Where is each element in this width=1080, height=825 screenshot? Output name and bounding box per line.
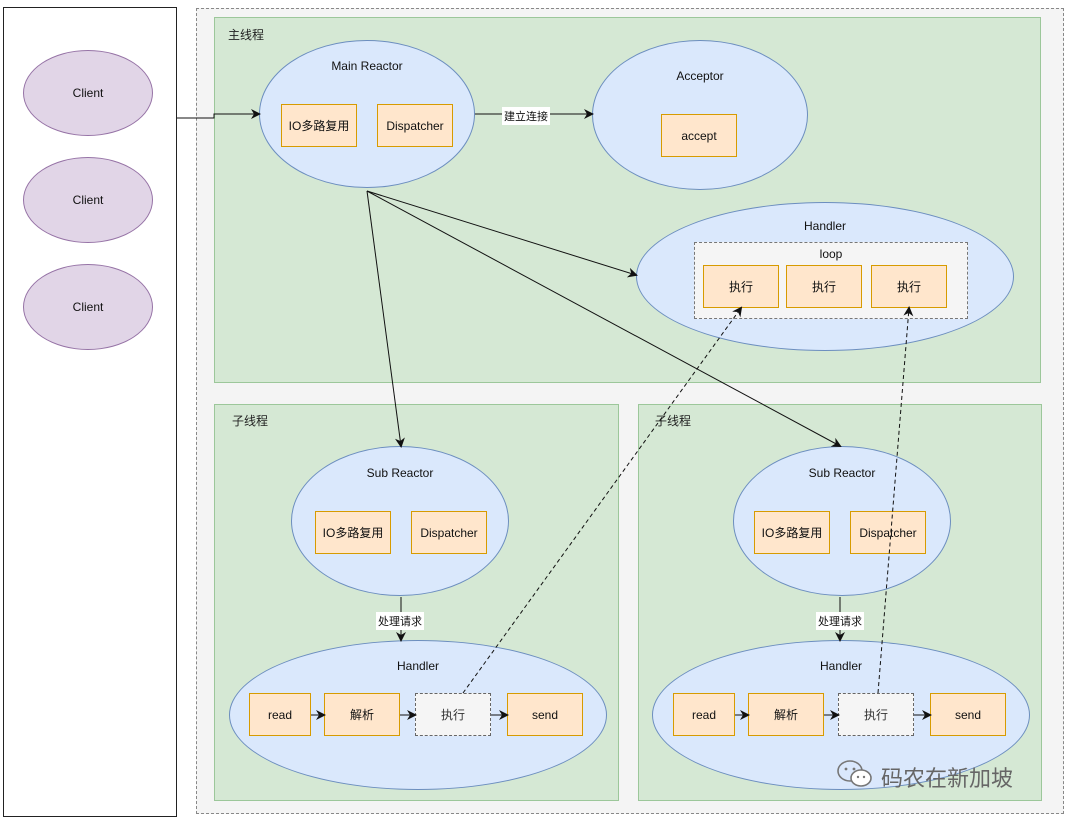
sub2-exec-to-loop-edge [877,306,914,694]
main-handler-title: Handler [803,219,847,233]
reactor-to-sub1-edge [366,190,405,448]
sub-thread-label-1: 子线程 [232,414,269,428]
sub-reactor-title-1: Sub Reactor [366,466,434,480]
sub2-send-box[interactable]: send [930,693,1006,736]
main-reactor-title: Main Reactor [331,59,403,73]
sub1-io-multiplex-box[interactable]: IO多路复用 [315,511,391,554]
sub2-dispatcher-box[interactable]: Dispatcher [850,511,926,554]
client-node-1[interactable]: Client [23,50,153,136]
sub-handler-title-1: Handler [396,659,440,673]
main-io-multiplex-box[interactable]: IO多路复用 [281,104,357,147]
reactor-to-handler-edge [366,190,638,278]
loop-label: loop [819,247,843,261]
sub-handler-title-2: Handler [819,659,863,673]
client-panel [3,7,177,817]
sub1-process-label: 处理请求 [376,612,424,630]
sub2-read-box[interactable]: read [673,693,735,736]
client-to-main-reactor-edge [177,109,261,119]
main-thread-label: 主线程 [228,28,265,42]
wechat-icon [835,759,875,795]
client-label: Client [72,300,104,314]
accept-box[interactable]: accept [661,114,737,157]
watermark: 码农在新加坡 [835,759,1013,795]
loop-exec-box-3[interactable]: 执行 [871,265,947,308]
loop-exec-box-2[interactable]: 执行 [786,265,862,308]
sub1-exec-to-loop-edge [462,306,743,694]
sub2-io-multiplex-box[interactable]: IO多路复用 [754,511,830,554]
sub1-dispatcher-box[interactable]: Dispatcher [411,511,487,554]
reactor-to-sub2-edge [366,190,842,447]
sub1-send-box[interactable]: send [507,693,583,736]
sub1-exec-box[interactable]: 执行 [415,693,491,736]
sub-reactor-title-2: Sub Reactor [808,466,876,480]
connect-edge-label: 建立连接 [502,107,550,125]
sub1-read-box[interactable]: read [249,693,311,736]
client-node-3[interactable]: Client [23,264,153,350]
sub2-parse-box[interactable]: 解析 [748,693,824,736]
sub2-process-label: 处理请求 [816,612,864,630]
main-dispatcher-box[interactable]: Dispatcher [377,104,453,147]
watermark-text: 码农在新加坡 [881,767,1014,792]
sub-thread-label-2: 子线程 [655,414,692,428]
sub2-exec-box[interactable]: 执行 [838,693,914,736]
client-label: Client [72,86,104,100]
client-label: Client [72,193,104,207]
acceptor-title: Acceptor [676,69,724,83]
sub1-parse-box[interactable]: 解析 [324,693,400,736]
client-node-2[interactable]: Client [23,157,153,243]
